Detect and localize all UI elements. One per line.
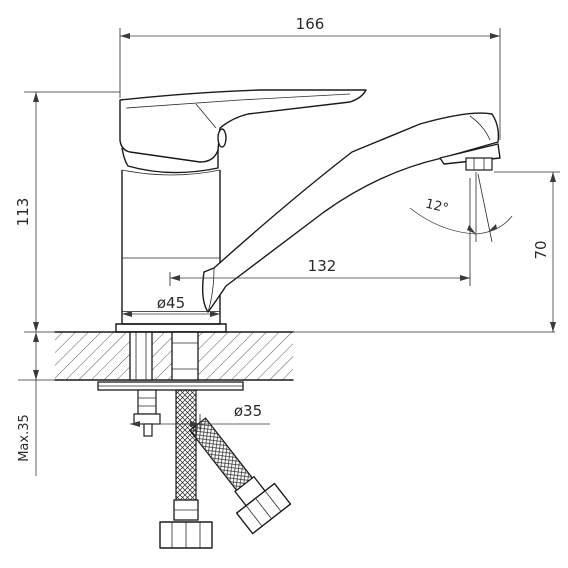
faucet-body — [115, 169, 227, 333]
lever-handle — [119, 89, 367, 174]
label-spout-angle: 12° — [424, 197, 450, 217]
label-body-height: 113 — [14, 198, 32, 227]
dimension-spout-angle: 12° — [409, 172, 513, 243]
aerator — [439, 143, 501, 171]
spout — [201, 112, 501, 313]
label-spout-height: 70 — [532, 240, 550, 259]
dimension-shank-diameter: ø35 — [130, 402, 270, 430]
dimension-body-height: 113 — [14, 91, 120, 333]
dimension-overall-width: 166 — [119, 15, 501, 140]
mounting-shank — [129, 331, 199, 381]
label-base-diameter: ø45 — [157, 294, 185, 312]
threaded-stud — [133, 389, 161, 437]
dimension-max-thickness: Max.35 — [17, 332, 39, 476]
label-spout-reach: 132 — [308, 257, 337, 275]
label-shank-diameter: ø35 — [234, 402, 262, 420]
dimension-spout-reach: 132 — [169, 178, 471, 286]
countertop — [18, 331, 555, 381]
flexible-hose-straight — [159, 389, 213, 549]
base-plate — [97, 381, 244, 391]
label-overall-width: 166 — [296, 15, 325, 33]
dimension-spout-height: 70 — [494, 171, 560, 332]
label-max-thickness: Max.35 — [17, 414, 32, 462]
dimension-base-diameter: ø45 — [122, 294, 220, 317]
